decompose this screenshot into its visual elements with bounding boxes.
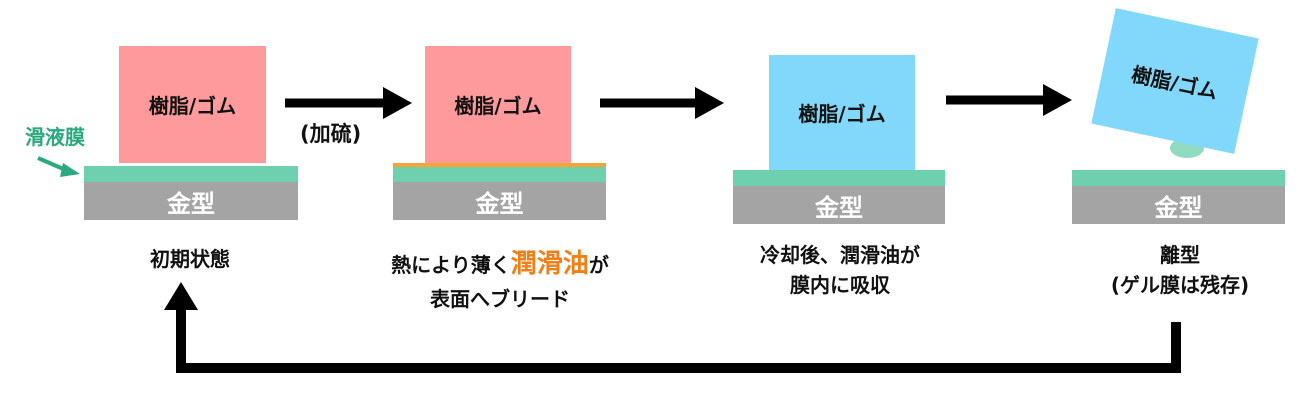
- caption-bleed-emphasis: 潤滑油: [510, 249, 589, 279]
- vulcanization-label: (加硫): [300, 122, 362, 146]
- mold-absorb: 金型: [733, 186, 945, 224]
- caption-release-line1: 離型: [1160, 243, 1200, 267]
- lubricant-film-absorb: [733, 170, 945, 186]
- mold-label: 金型: [475, 189, 524, 218]
- arrow-stage2-to-3: [600, 87, 724, 119]
- lubricant-film-bleed: [393, 167, 606, 182]
- bleed-layer: [393, 163, 606, 167]
- caption-bleed-line2: 表面へブリード: [430, 287, 570, 311]
- mold-release: 金型: [1072, 186, 1285, 224]
- resin-label: 樹脂/ゴム: [454, 94, 542, 118]
- caption-bleed-line1: 熱により薄く潤滑油が: [340, 247, 660, 282]
- mold-initial: 金型: [84, 182, 298, 220]
- lubricant-film-initial: [84, 166, 298, 182]
- resin-block-bleed: 樹脂/ゴム: [425, 46, 571, 163]
- resin-block-initial: 樹脂/ゴム: [119, 46, 266, 163]
- lubricant-pointer-arrow: [37, 156, 80, 177]
- mold-bleed: 金型: [393, 182, 606, 220]
- resin-block-absorb: 樹脂/ゴム: [769, 55, 915, 170]
- caption-initial: 初期状態: [110, 244, 270, 274]
- resin-label: 樹脂/ゴム: [1129, 61, 1220, 104]
- caption-absorb-line1: 冷却後、潤滑油が: [760, 243, 920, 267]
- caption-release: 離型 (ゲル膜は残存): [1060, 240, 1300, 300]
- caption-bleed-post: が: [588, 253, 609, 277]
- caption-absorb: 冷却後、潤滑油が 膜内に吸収: [720, 240, 960, 300]
- mold-label: 金型: [1154, 193, 1203, 222]
- mold-label: 金型: [167, 189, 215, 218]
- resin-label: 樹脂/ゴム: [798, 102, 886, 126]
- mold-label: 金型: [815, 193, 863, 222]
- caption-bleed: 熱により薄く潤滑油が 表面へブリード: [340, 247, 660, 316]
- caption-absorb-line2: 膜内に吸収: [790, 273, 890, 297]
- lubricant-film-release: [1072, 170, 1285, 186]
- caption-initial-line1: 初期状態: [150, 247, 230, 271]
- arrow-stage3-to-4: [946, 84, 1072, 116]
- resin-label: 樹脂/ゴム: [148, 94, 237, 118]
- return-loop-arrow: [164, 282, 1181, 373]
- caption-release-line2: (ゲル膜は残存): [1110, 273, 1250, 297]
- arrow-stage1-to-2: [285, 87, 412, 119]
- caption-bleed-pre: 熱により薄く: [391, 253, 511, 277]
- lubricant-film-label: 滑液膜: [25, 125, 85, 149]
